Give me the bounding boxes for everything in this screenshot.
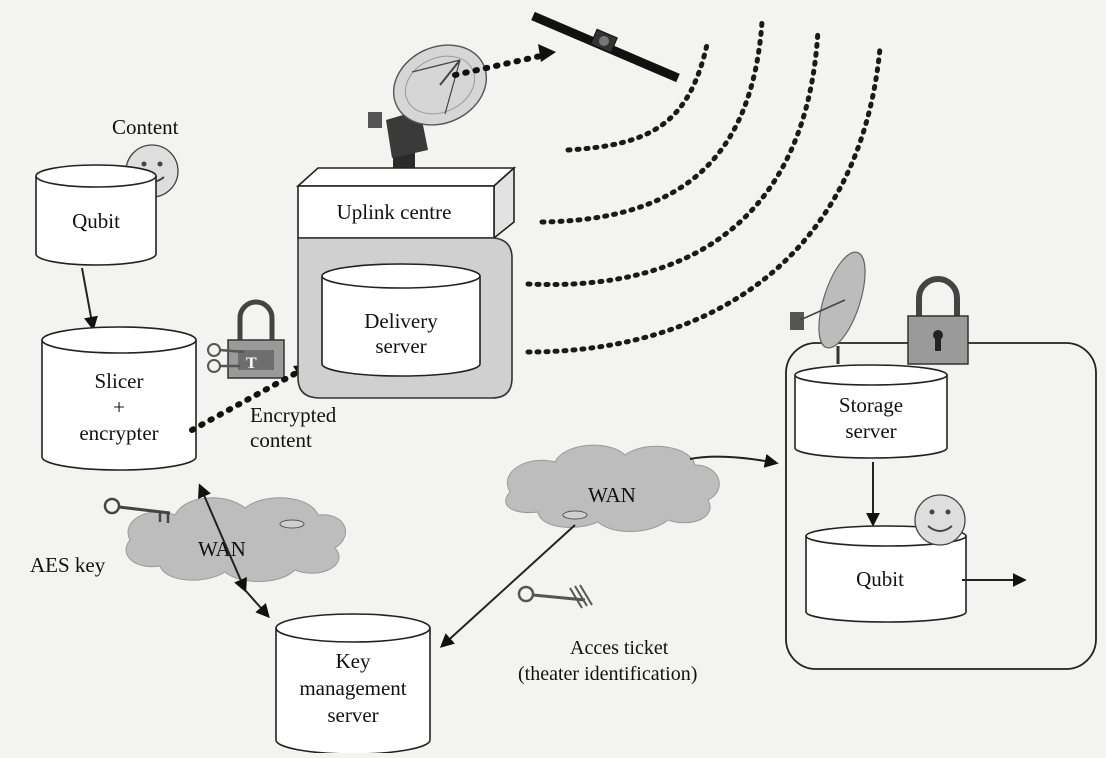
- uplink-centre-box: [295, 166, 517, 240]
- key-label: Key: [336, 649, 371, 673]
- uplink-beam: [452, 52, 548, 78]
- uplink-beam-arrowhead: [538, 44, 556, 62]
- storage-label: Storage: [839, 393, 903, 417]
- wan-cloud-right: [505, 444, 720, 532]
- storage-server-label: server: [845, 419, 896, 443]
- uplink-centre-label: Uplink centre: [337, 200, 452, 224]
- arrow-wan-to-theater: [689, 453, 779, 468]
- wan-right-label: WAN: [588, 483, 636, 507]
- padlock-key-icon: T: [207, 299, 285, 379]
- access-ticket-key-icon: [517, 584, 593, 609]
- delivery-server-cylinder: [321, 263, 481, 377]
- encrypted-content-arrow: [189, 369, 301, 433]
- aes-key-label: AES key: [30, 553, 106, 577]
- slicer-encrypter-cylinder: [41, 326, 197, 471]
- arrow-qubit-to-slicer: [81, 267, 98, 331]
- content-label: Content: [112, 115, 179, 139]
- arrow-slicer-keymgmt: [198, 483, 247, 593]
- delivery-server-label: server: [375, 334, 426, 358]
- content-encrypted-label: content: [250, 428, 312, 452]
- encrypter-label: encrypter: [79, 421, 158, 445]
- satellite-dish-icon: [368, 44, 488, 168]
- padlock-icon: [907, 276, 969, 365]
- satellite-icon: [531, 11, 680, 83]
- wan-left-label: WAN: [198, 537, 246, 561]
- receiving-dish-icon: [790, 251, 866, 364]
- arrow-wan-to-keymgmt-right: [439, 524, 576, 648]
- management-label: management: [299, 676, 406, 700]
- slicer-label: Slicer: [95, 369, 144, 393]
- audience-face-icon: [914, 494, 966, 546]
- encrypted-label: Encrypted: [250, 403, 337, 427]
- slicer-plus-label: +: [113, 395, 125, 419]
- svg-text:T: T: [246, 355, 257, 372]
- qubit-theater-label: Qubit: [856, 567, 904, 591]
- downlink-waves: [525, 19, 883, 355]
- qubit-source-label: Qubit: [72, 209, 120, 233]
- storage-server-cylinder: [794, 364, 948, 459]
- access-ticket-label: Acces ticket: [570, 637, 669, 659]
- server-label: server: [327, 703, 378, 727]
- delivery-label: Delivery: [364, 309, 438, 333]
- key-management-server-cylinder: [275, 613, 431, 755]
- theater-identification-label: (theater identification): [518, 663, 697, 685]
- qubit-source-cylinder: [35, 164, 157, 266]
- aes-key-icon: [103, 497, 171, 523]
- arrow-wan-to-keymgmt: [244, 589, 270, 619]
